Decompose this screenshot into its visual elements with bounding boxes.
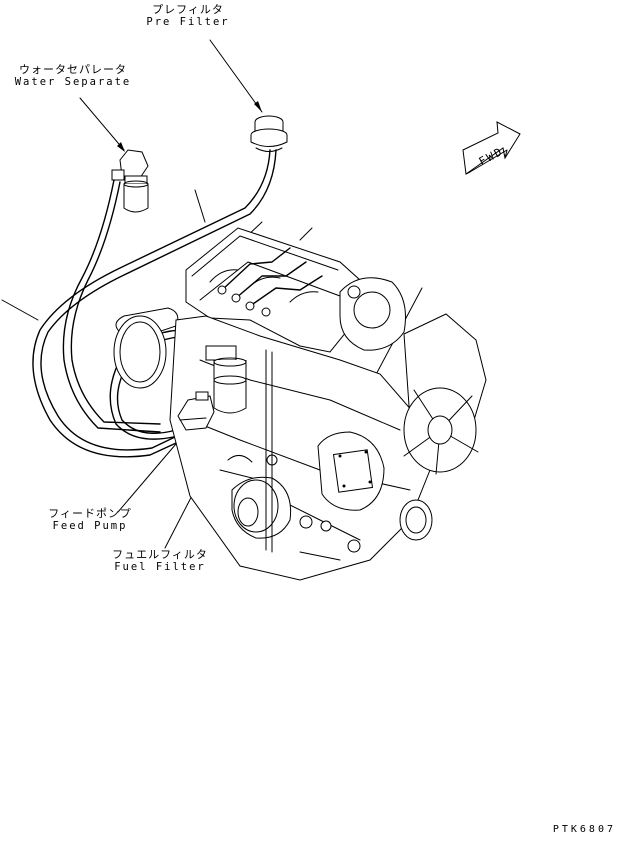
feed-pump-label-en: Feed Pump [52,520,128,532]
engine-body [113,227,487,581]
drawing-code: PTK6807 [552,824,616,835]
fuel-filter-label-ja: フュエルフィルタ [112,548,208,561]
cooling-fan [399,387,479,541]
leader-injector-b [299,227,313,241]
leader-hose-top [194,189,206,223]
fuel-filter-part [205,345,247,414]
feed-pump-label: フィードポンプ Feed Pump [40,507,140,533]
water-separate-label-ja: ウォータセパレータ [19,63,127,76]
leader-hose-left [1,299,39,321]
fuel-filter-label-en: Fuel Filter [114,561,206,573]
fuel-filter-label: フュエルフィルタ Fuel Filter [100,548,220,574]
arrowhead-pre-filter [254,101,262,112]
water-separate-label: ウォータセパレータ Water Separate [6,63,140,89]
water-separator-part [111,149,149,213]
pre-filter-part [250,115,288,152]
feed-pump-label-ja: フィードポンプ [48,507,132,520]
arrowhead-water-separate [117,142,125,152]
oil-filter [231,476,292,539]
pre-filter-label-ja: プレフィルタ [152,3,224,16]
leader-pre-filter [209,39,263,113]
fwd-arrow: FWD [462,121,521,175]
feed-pump-part [177,391,215,431]
leader-water-separate [79,97,125,151]
pre-filter-label: プレフィルタ Pre Filter [136,3,240,29]
water-separate-label-en: Water Separate [14,76,132,88]
pre-filter-label-en: Pre Filter [146,16,230,28]
